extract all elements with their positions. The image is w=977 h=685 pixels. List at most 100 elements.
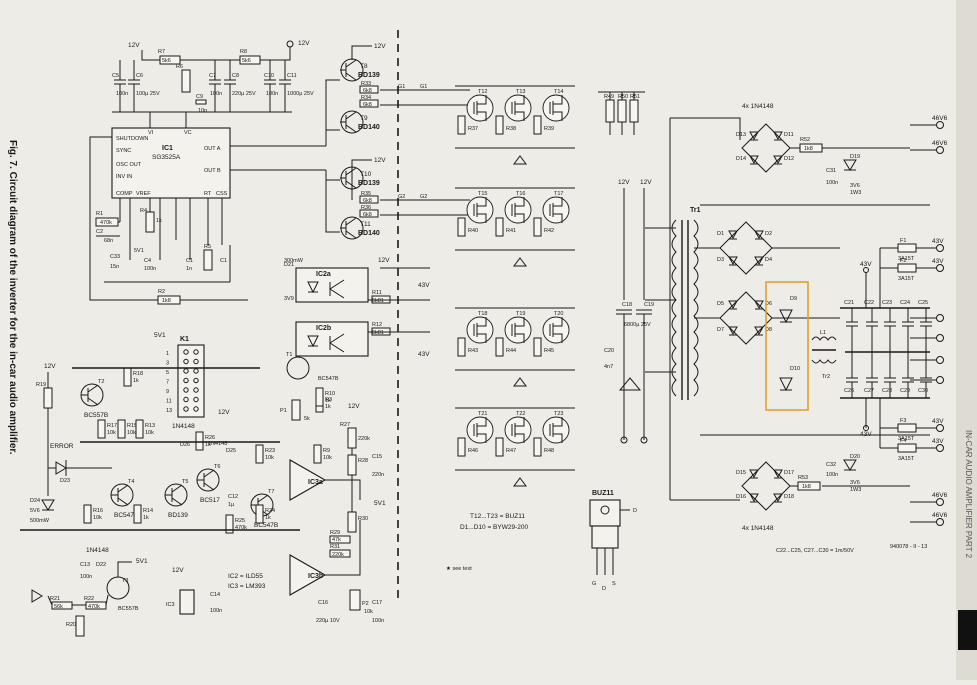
connector-k1: [177, 344, 205, 418]
c9-value: 10n: [198, 108, 207, 114]
g1-label: G1: [398, 84, 405, 90]
capacitor-c9: [195, 99, 207, 105]
fuse-rating: 3A15T: [898, 436, 915, 442]
aux-bridge-label: 4x 1N4148: [742, 103, 774, 110]
aux-diode-d12: [773, 155, 783, 165]
terminal-label: 43V: [932, 418, 944, 425]
mosfet-symbol: [473, 417, 487, 443]
resistor-r10: [315, 387, 324, 407]
bank-rail: [455, 85, 575, 149]
buz11-pin-s: S: [612, 581, 616, 587]
terminal-n43v-bank: [863, 425, 869, 431]
gate-res-label: R43: [468, 348, 478, 354]
r22-value: 470k: [88, 604, 100, 610]
bleeder-resistors: [598, 91, 645, 135]
diode-d2: [754, 230, 764, 240]
r12-label: R12: [372, 322, 382, 328]
mosfet-symbol: [549, 317, 563, 343]
ic1-pin-sync: SYNC: [116, 148, 131, 154]
d26-part: 1N4148: [172, 423, 195, 430]
terminal-12v: [286, 40, 294, 48]
ground-symbol-caps: [618, 377, 642, 391]
resistor-r8: [239, 55, 261, 65]
c13-label: C13: [80, 562, 90, 568]
transistor-part: BC547B: [254, 522, 278, 529]
d25-label: D25: [226, 448, 236, 454]
r11-value: 6k81: [372, 298, 384, 304]
mosfet-t16: [504, 196, 532, 224]
rail-12v-k1: 12V: [218, 409, 230, 416]
c19-label: C19: [644, 302, 654, 308]
fuse-f2: [897, 263, 917, 273]
driver-ref: T10: [360, 171, 372, 178]
side-title: IN-CAR AUDIO AMPLIFIER PART 2: [964, 430, 973, 559]
output-terminal: [936, 498, 944, 506]
mosfet-symbol: [549, 197, 563, 223]
terminal-label: 46V6: [932, 512, 948, 519]
k1-pin: [193, 377, 199, 384]
c32-value: 100n: [826, 472, 838, 478]
left-res-value: 10k: [93, 515, 102, 521]
wire-supply-top: [141, 47, 291, 61]
rail-43v-bank: 43V: [860, 261, 872, 268]
aux-diode-ref: D17: [784, 470, 794, 476]
k1-pin-number: 11: [166, 399, 172, 405]
page-tab: [958, 610, 977, 650]
fuse-rating: 3A15T: [898, 276, 915, 282]
bank-cap-label: C22: [864, 300, 874, 306]
driver-res-value: 6k8: [363, 212, 372, 218]
ic1-pin-outa: OUT A: [204, 146, 221, 152]
fuse-f3: [897, 423, 917, 433]
aux-diode-d13: [749, 131, 759, 141]
transistor-ref: T6: [214, 464, 220, 470]
mosfet-t19: [504, 316, 532, 344]
left-res-label: R10: [325, 391, 335, 397]
aux-diode-ref: D15: [736, 470, 746, 476]
r53-value: 1k8: [802, 484, 811, 490]
driver-supply-wires: [351, 45, 372, 200]
rail-5v1-t3: 5V1: [136, 558, 148, 565]
k1-label: K1: [180, 336, 189, 343]
c32-label: C32: [826, 462, 836, 468]
aux-diode-ref: D18: [784, 494, 794, 500]
c31-label: C31: [826, 168, 836, 174]
d9-label: D9: [790, 296, 797, 302]
bank-cap-label: C27: [864, 388, 874, 394]
r6-label: R6: [176, 64, 183, 70]
bank-rail: [455, 187, 575, 251]
c12-value: 1µ: [228, 502, 235, 508]
r1-label: R1: [96, 211, 103, 217]
r28-label: R28: [358, 458, 368, 464]
capacitor-c28: [884, 352, 896, 398]
c4-value: 100n: [144, 266, 156, 272]
fuse-ref: F2: [900, 258, 906, 264]
mosfet-t20: [542, 316, 570, 344]
resistor-r35: [359, 195, 379, 204]
c20-label: C20: [604, 348, 614, 354]
r22-label: R22: [84, 596, 94, 602]
inductor-tr2: [811, 336, 837, 364]
left-res-value: 10k: [127, 430, 136, 436]
mosfet-t18: [466, 316, 494, 344]
output-rail-bus: [840, 307, 930, 399]
zener-d19: [843, 159, 857, 171]
rail-12v-ic3-supply: 12V: [172, 567, 184, 574]
optocoupler-ic2a: [295, 267, 369, 303]
mosfet-symbol: [511, 95, 525, 121]
driver-res-label: R33: [361, 81, 371, 87]
c18-label: C18: [622, 302, 632, 308]
c6-value: 100µ 25V: [136, 91, 160, 97]
r1-value: 470k: [100, 220, 112, 226]
transistor-part: BC557B: [84, 412, 108, 419]
output-terminal: [936, 356, 944, 364]
p2-value: 10k: [364, 609, 373, 615]
mosfet-t23: [542, 416, 570, 444]
bank-cap-label: C23: [882, 300, 892, 306]
bank-ground: [513, 257, 527, 267]
k1-pin: [193, 349, 199, 355]
